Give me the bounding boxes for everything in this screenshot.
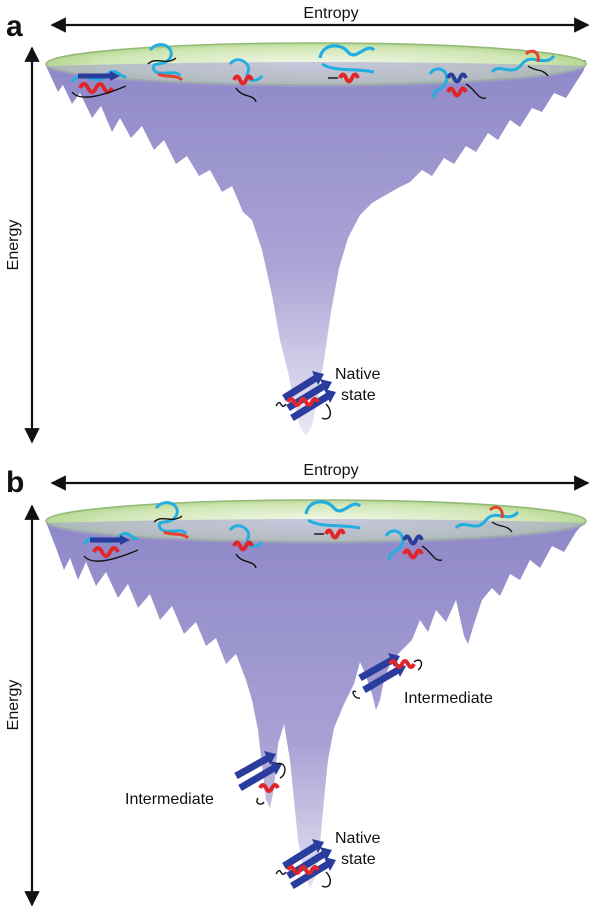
native-state-label-a-line2: state <box>341 387 376 404</box>
rim-shadow-b <box>46 519 586 544</box>
funnel-surface-a <box>46 60 586 436</box>
panel-letter-a: a <box>6 10 23 43</box>
intermediate-structure-left <box>234 751 286 805</box>
energy-label-a: Energy <box>5 220 22 271</box>
intermediate-label-left: Intermediate <box>125 791 214 808</box>
entropy-label-a: Entropy <box>303 5 358 22</box>
panel-b: b Entropy Energy <box>5 462 590 907</box>
panel-a: a Entropy Energy <box>5 5 590 444</box>
protein-conformation <box>147 43 184 82</box>
protein-conformation <box>153 501 190 540</box>
protein-conformation <box>70 70 128 98</box>
protein-conformation <box>384 529 443 561</box>
protein-conformation <box>490 49 556 77</box>
entropy-label-b: Entropy <box>303 462 358 479</box>
protein-conformation <box>228 58 264 103</box>
panel-letter-b: b <box>6 466 24 499</box>
funnel-surface-b <box>46 520 586 888</box>
protein-conformation <box>228 524 264 569</box>
intermediate-label-right: Intermediate <box>404 690 493 707</box>
protein-conformation <box>82 532 140 562</box>
protein-conformation <box>428 67 487 99</box>
protein-conformation <box>454 505 520 533</box>
intermediate-structure-right <box>352 653 423 699</box>
native-state-label-a-line1: Native <box>335 366 380 383</box>
protein-conformation <box>318 44 376 84</box>
protein-conformation <box>304 500 362 540</box>
energy-label-b: Energy <box>5 680 22 731</box>
native-state-label-b-line2: state <box>341 851 376 868</box>
native-state-structure-b <box>275 839 336 889</box>
native-state-structure-a <box>275 371 336 421</box>
native-state-label-b-line1: Native <box>335 830 380 847</box>
